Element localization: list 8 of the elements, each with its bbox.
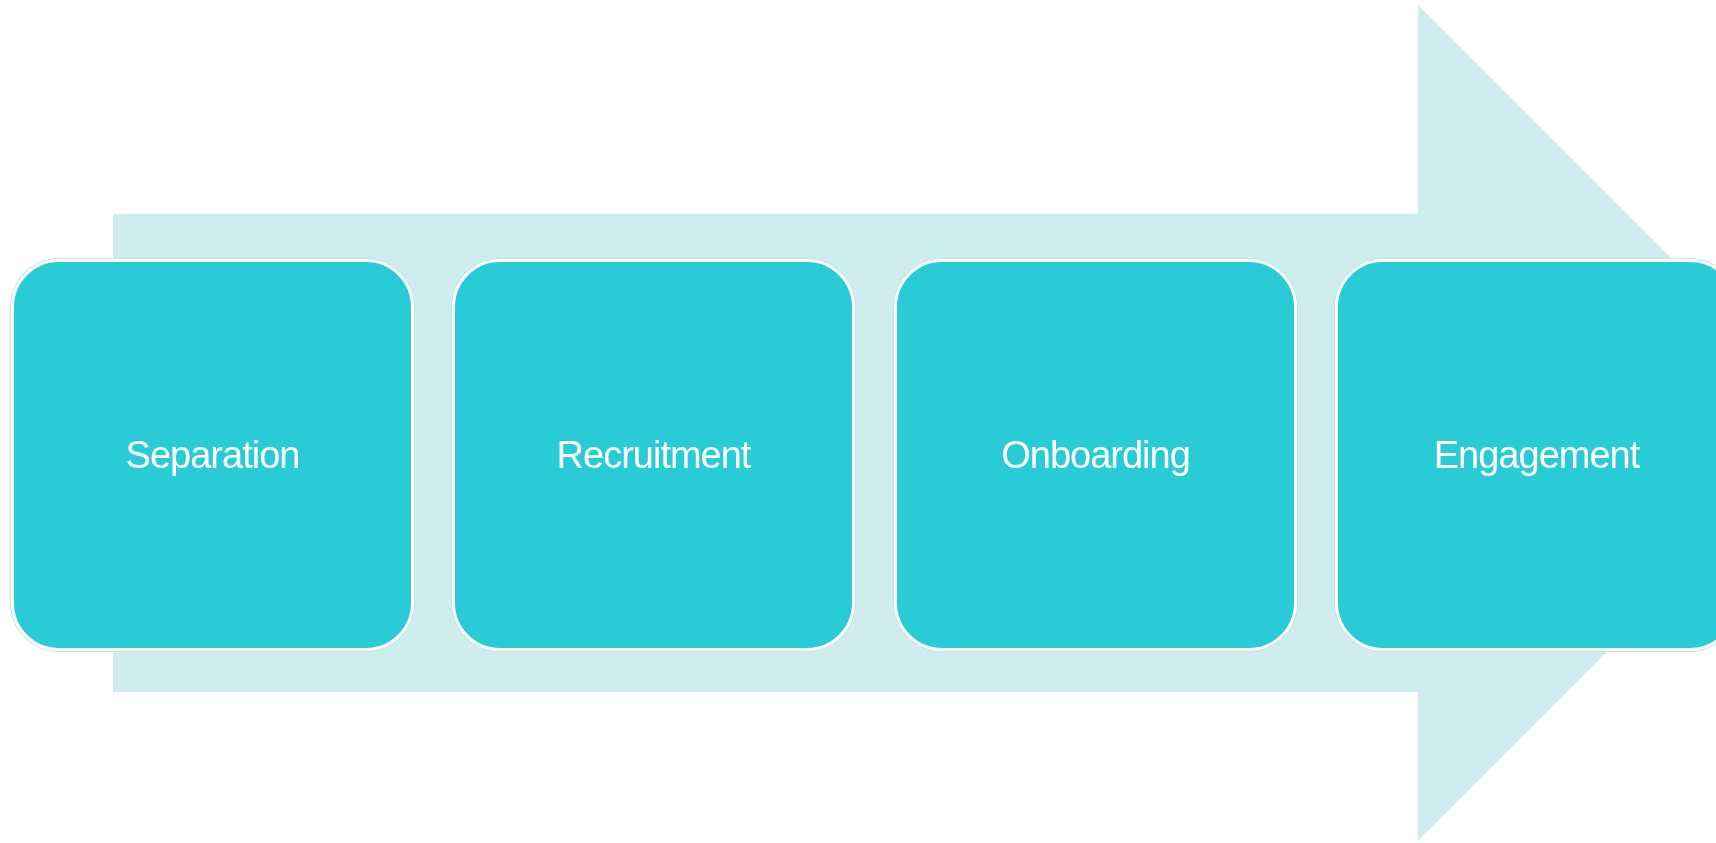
process-box xyxy=(11,259,414,651)
stage-label: Separation xyxy=(125,433,300,477)
stage-label: Onboarding xyxy=(1001,433,1190,477)
process-box xyxy=(894,259,1297,651)
process-box xyxy=(452,259,855,651)
process-box xyxy=(1335,259,1716,651)
stage-label: Engagement xyxy=(1433,433,1640,477)
stage-label: Recruitment xyxy=(556,433,751,477)
